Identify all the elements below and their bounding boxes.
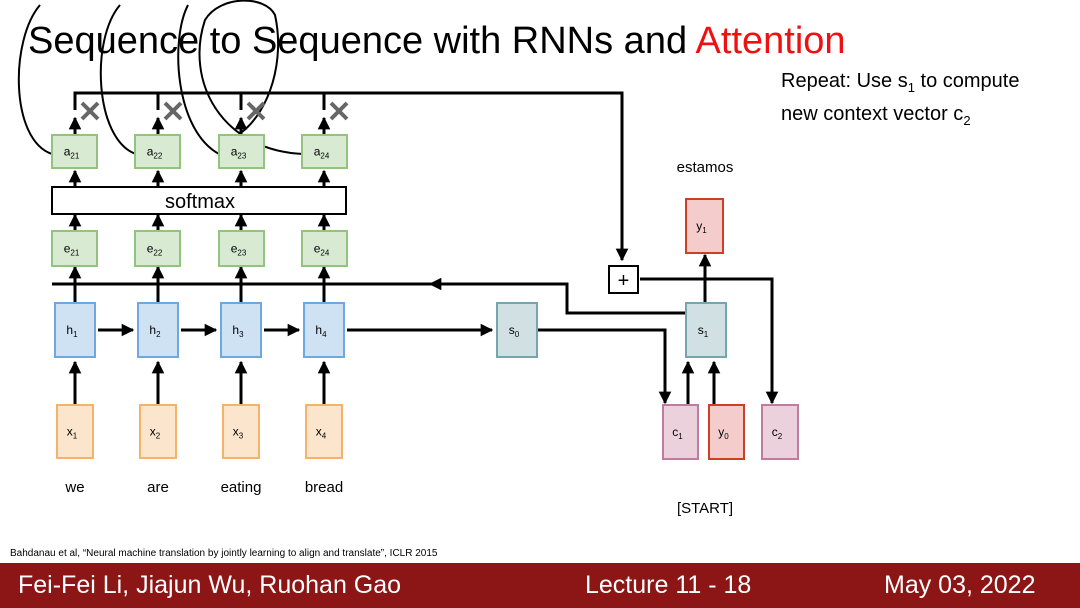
attention-loop-a23 [177, 4, 220, 155]
word-estamos: estamos [677, 159, 734, 176]
node-label-h1: h1 [66, 323, 78, 339]
node-label-s1: s1 [698, 323, 709, 339]
x-mark-1 [80, 101, 100, 121]
plus-label: + [618, 270, 630, 292]
footer-date: May 03, 2022 [884, 571, 1036, 599]
node-y0: y0 [708, 404, 745, 460]
node-x1: x1 [56, 404, 94, 459]
node-label-y0: y0 [718, 425, 729, 441]
slide-title-accent: Attention [695, 20, 846, 62]
node-a22: a22 [134, 134, 181, 169]
node-c2: c2 [761, 404, 799, 460]
word-are: are [147, 479, 169, 496]
repeat-note: Repeat: Use s1 to compute new context ve… [781, 68, 1019, 134]
node-e21: e21 [51, 230, 98, 267]
node-label-h3: h3 [232, 323, 244, 339]
node-e24: e24 [301, 230, 348, 267]
arrows [52, 116, 779, 405]
node-e23: e23 [218, 230, 265, 267]
word-bread: bread [305, 479, 343, 496]
attention-loop-a21 [17, 4, 53, 155]
node-a21: a21 [51, 134, 98, 169]
node-label-c2: c2 [772, 425, 783, 441]
context-to-plus-line [73, 91, 629, 262]
node-label-x4: x4 [316, 425, 327, 441]
node-h1: h1 [54, 302, 96, 358]
softmax-block: softmax [51, 186, 347, 215]
node-label-x3: x3 [233, 425, 244, 441]
node-x3: x3 [222, 404, 260, 459]
node-x2: x2 [139, 404, 177, 459]
node-x4: x4 [305, 404, 343, 459]
footer-authors: Fei-Fei Li, Jiajun Wu, Ruohan Gao [18, 571, 402, 599]
footer-bar: Fei-Fei Li, Jiajun Wu, Ruohan Gao Lectur… [0, 563, 1080, 608]
node-h4: h4 [303, 302, 345, 358]
word-we: we [64, 479, 84, 496]
context-lines [73, 91, 629, 262]
node-label-h2: h2 [149, 323, 161, 339]
attention-loops [17, 0, 304, 155]
citation: Bahdanau et al, “Neural machine translat… [10, 548, 438, 559]
node-y1: y1 [685, 198, 724, 254]
x-mark-2 [163, 101, 183, 121]
node-label-y1: y1 [696, 219, 707, 235]
x-mark-3 [246, 101, 266, 121]
word-labels: we are eating bread estamos [START] [64, 159, 733, 517]
slide-title: Sequence to Sequence with RNNs and Atten… [28, 20, 846, 63]
node-label-h4: h4 [315, 323, 327, 339]
repeat-note-line1: Repeat: Use s1 to compute [781, 70, 1020, 95]
node-a23: a23 [218, 134, 265, 169]
node-layer: a21 a22 a23 a24 e21 e22 e23 e24 h1 h2 h3 h4 x1 x2 x3 x4… [51, 134, 799, 460]
attention-loop-a24 [198, 0, 304, 155]
plus-node: + [608, 265, 639, 294]
node-label-x1: x1 [67, 425, 78, 441]
attention-loop-a22 [99, 4, 137, 155]
slide-title-main: Sequence to Sequence with RNNs and [28, 20, 696, 62]
node-s0: s0 [496, 302, 538, 358]
node-h2: h2 [137, 302, 179, 358]
footer-lecture: Lecture 11 - 18 [585, 571, 752, 599]
word-start: [START] [677, 500, 733, 517]
x-mark-4 [329, 101, 349, 121]
node-h3: h3 [220, 302, 262, 358]
node-a24: a24 [301, 134, 348, 169]
node-label-s0: s0 [509, 323, 520, 339]
node-e22: e22 [134, 230, 181, 267]
word-eating: eating [221, 479, 262, 496]
node-label-x2: x2 [150, 425, 161, 441]
node-c1: c1 [662, 404, 699, 460]
repeat-note-line2: new context vector c2 [781, 103, 971, 128]
x-marks [80, 101, 349, 121]
softmax-label: softmax [165, 191, 235, 213]
node-label-c1: c1 [672, 425, 683, 441]
node-s1: s1 [685, 302, 727, 358]
